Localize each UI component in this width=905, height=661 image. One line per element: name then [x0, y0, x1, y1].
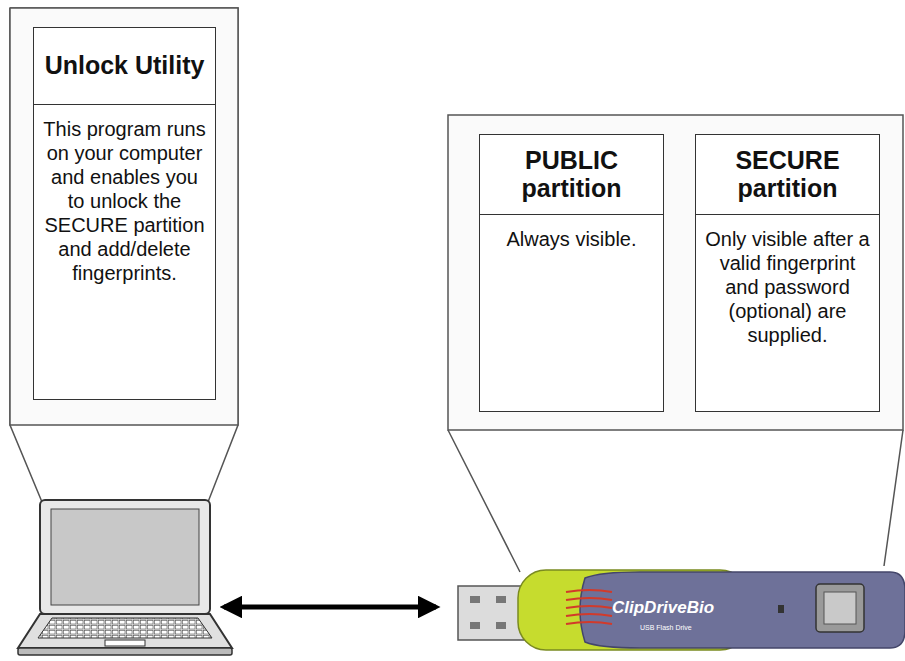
- callout-frame: [448, 430, 903, 572]
- box-heading: SECURE partition: [696, 135, 879, 215]
- product-type: USB Flash Drive: [640, 624, 692, 631]
- usb-drive: [458, 570, 905, 650]
- box-body: Always visible.: [480, 215, 663, 263]
- box-heading: PUBLIC partition: [480, 135, 663, 215]
- brand-name: ClipDriveBio: [612, 598, 714, 618]
- callout-panel: [10, 8, 238, 425]
- laptop: [18, 500, 232, 655]
- partition-box: SECURE partitionOnly visible after a val…: [695, 134, 880, 412]
- box-body: Only visible after a valid fingerprint a…: [696, 215, 879, 359]
- partition-box: PUBLIC partitionAlways visible.: [479, 134, 664, 412]
- callout-frame: [10, 8, 238, 502]
- callout-panel: [448, 115, 903, 430]
- box-body: This program runs on your computer and e…: [34, 105, 215, 297]
- double-arrow: [224, 605, 436, 610]
- box-heading: Unlock Utility: [34, 28, 215, 105]
- partition-box: Unlock UtilityThis program runs on your …: [33, 27, 216, 400]
